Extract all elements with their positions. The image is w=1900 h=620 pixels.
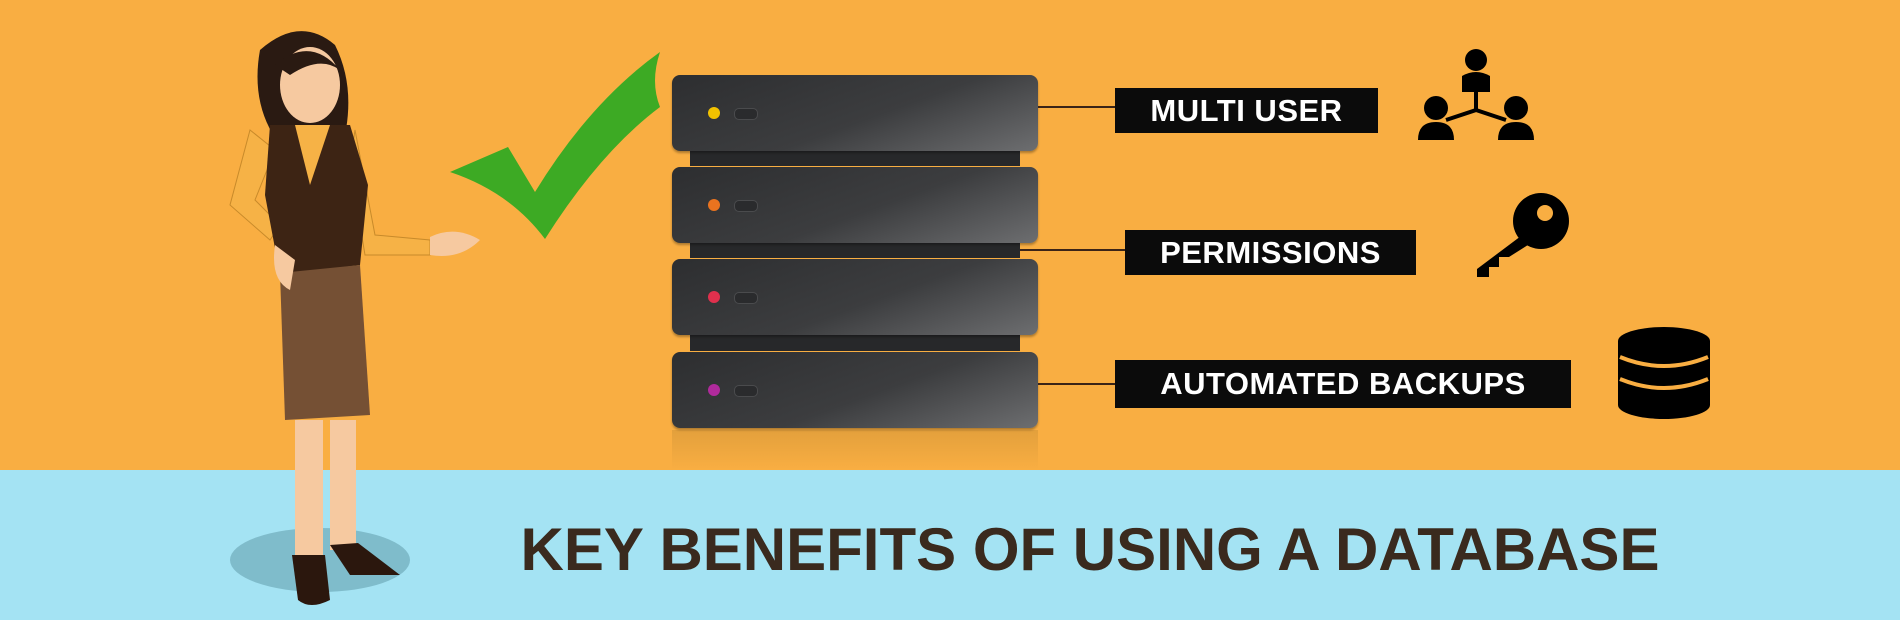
status-led [708,107,720,119]
server-reflection [672,430,1038,470]
server-unit-1 [672,75,1038,151]
server-unit-4 [672,352,1038,428]
server-gap [690,148,1020,166]
benefit-label-permissions: PERMISSIONS [1125,230,1416,275]
slot [734,385,758,397]
database-icon [1618,327,1710,419]
checkmark-icon [450,52,660,239]
benefit-label-automated-backups: AUTOMATED BACKUPS [1115,360,1571,408]
connector-line [1038,383,1115,385]
server-gap [690,333,1020,351]
page-title: KEY BENEFITS OF USING A DATABASE [520,516,1660,583]
status-led [708,199,720,211]
slot [734,108,758,120]
users-network-icon [1418,49,1534,140]
slot [734,200,758,212]
status-led [708,291,720,303]
slot [734,292,758,304]
connector-line [1020,249,1125,251]
woman-illustration [229,31,480,605]
connector-line [1038,106,1115,108]
key-icon [1477,193,1569,277]
server-gap [690,240,1020,258]
status-led [708,384,720,396]
server-unit-3 [672,259,1038,335]
benefit-label-multi-user: MULTI USER [1115,88,1378,133]
server-unit-2 [672,167,1038,243]
